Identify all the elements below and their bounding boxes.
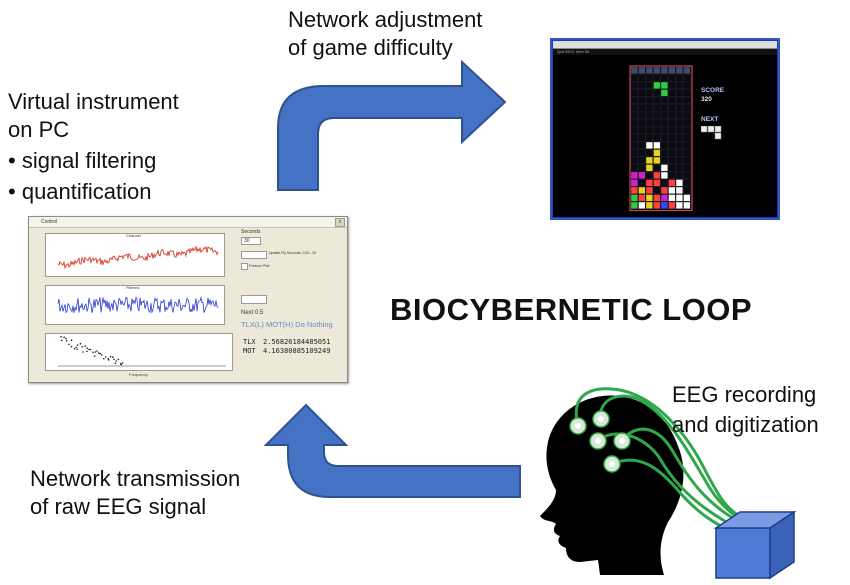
seconds-label: Seconds: [241, 229, 261, 235]
tetris-board: [629, 65, 693, 212]
tlx-label: TLX: [243, 338, 256, 346]
next-label: Next 0.5: [241, 310, 264, 316]
score-value: 320: [701, 96, 712, 103]
tlx-value: 2.56826184485051: [263, 338, 331, 346]
next-piece-label: NEXT: [701, 116, 719, 123]
loop-title: BIOCYBERNETIC LOOP: [390, 292, 753, 327]
mot-label: MOT: [243, 347, 256, 355]
digitizer-box: [713, 510, 797, 580]
update-input[interactable]: [241, 251, 267, 259]
head-silhouette: [540, 395, 684, 575]
network-transmission-label: Network transmission: [30, 466, 241, 491]
control-window-titlebar: Control x: [29, 217, 347, 228]
network-adjustment-label: Network adjustment: [288, 7, 483, 32]
control-window: Control x Channel Filtered Frequency Sec…: [28, 216, 348, 383]
score-label: SCORE: [701, 87, 725, 94]
frequency-axis-label: Frequency: [129, 372, 148, 377]
plot2-title: Filtered: [126, 285, 140, 290]
arrow-to-pc: [263, 403, 521, 498]
seconds-select[interactable]: 30: [241, 237, 261, 245]
seconds-value: 30: [244, 238, 250, 244]
decision-text: TLX(L) MOT(H) Do Nothing: [241, 320, 333, 329]
arrow-to-game: [277, 59, 507, 191]
plot1-title: Channel: [126, 233, 141, 238]
virtual-instrument-label: Virtual instrument: [8, 89, 179, 114]
on-pc-label: on PC: [8, 117, 70, 142]
raw-eeg-label: of raw EEG signal: [30, 494, 207, 519]
next-piece: [701, 126, 722, 140]
raw-signal-trace: [57, 245, 219, 270]
next-input[interactable]: [241, 295, 267, 304]
filtered-signal-plot: Filtered: [45, 285, 225, 325]
filtered-signal-trace: [57, 296, 219, 314]
freeze-checkbox[interactable]: [241, 263, 248, 270]
eeg-cables: [574, 387, 746, 537]
game-window: Quit EEG: time 50 SCORE 320 NEXT: [552, 40, 778, 218]
update-label: Update Fly Seconds: 0.00 - 30: [269, 251, 317, 255]
freeze-label: Freeze Plot: [249, 263, 270, 268]
raw-signal-plot: Channel: [45, 233, 225, 277]
bullet-quantification: quantification: [8, 178, 151, 205]
bullet-signal-filtering: signal filtering: [8, 147, 156, 174]
mot-value: 4.16380885109249: [263, 347, 331, 355]
eeg-recording-label: EEG recording: [672, 382, 817, 407]
spectrum-points: [58, 335, 226, 367]
game-titlebar: [553, 41, 777, 49]
close-icon[interactable]: x: [335, 218, 345, 227]
game-menu[interactable]: Quit EEG: time 50: [553, 49, 777, 55]
game-difficulty-label: of game difficulty: [288, 35, 453, 60]
spectrum-plot: [45, 333, 233, 371]
digitization-label: and digitization: [672, 412, 819, 437]
control-window-title: Control: [41, 219, 58, 225]
